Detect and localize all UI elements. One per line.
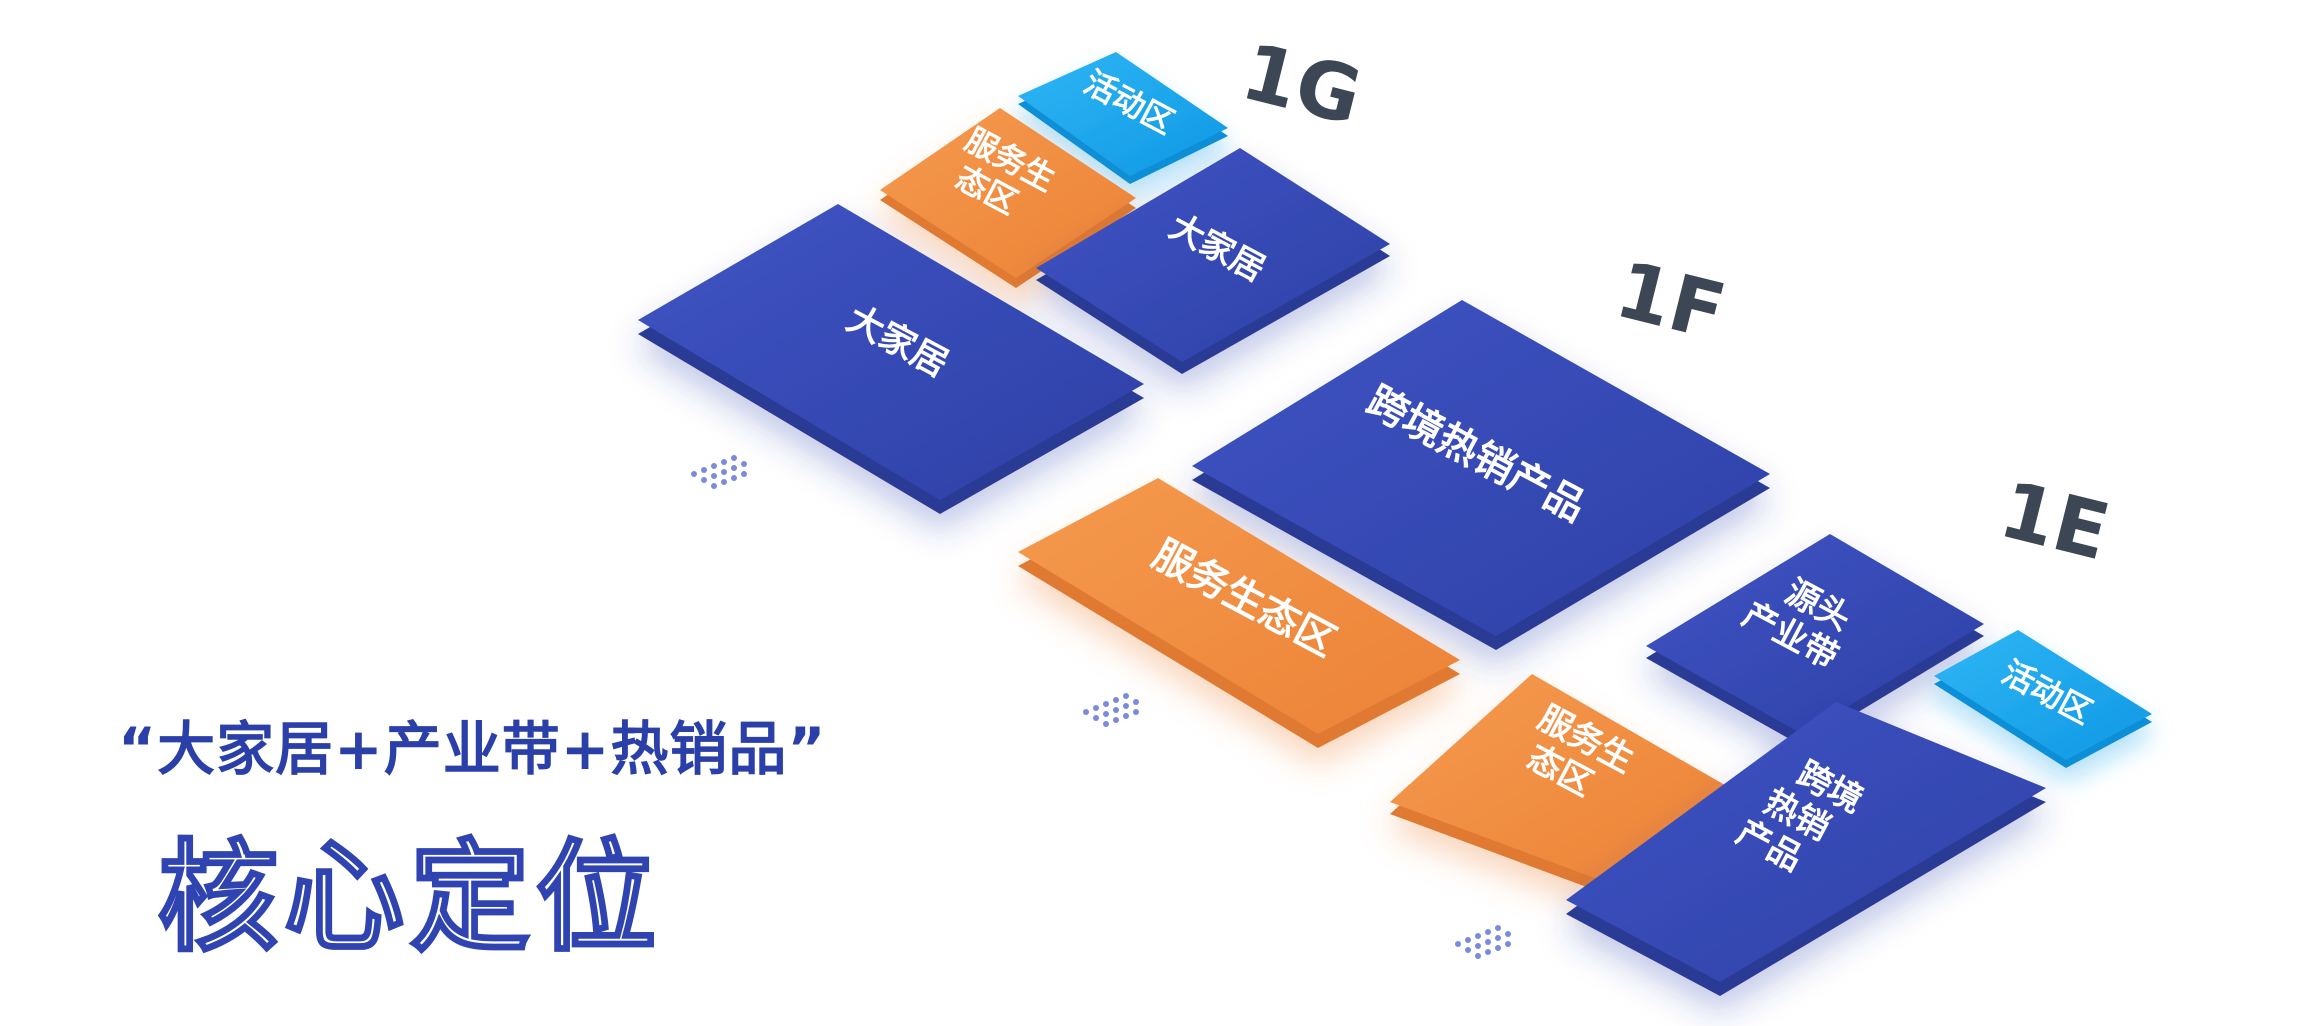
headline: “大家居+产业带+热销品”: [118, 715, 827, 783]
floor-label-1f: 1F: [1607, 245, 1733, 358]
block-1e-service-zone: 服务生 态区: [1390, 674, 1744, 892]
dot-cluster-decoration-1: [691, 455, 747, 489]
subtitle: 核心定位: [157, 828, 662, 970]
block-1g-activity-zone: 活动区: [1018, 52, 1228, 184]
block-1f-service: 服务生态区: [1018, 478, 1460, 748]
block-1e-crossborder: 跨境 热销 产品: [1566, 702, 2046, 996]
block-1g-home-small: 大家居: [1036, 148, 1390, 374]
block-1g-service-zone: 服务生 态区: [880, 108, 1136, 288]
block-1e-source-industry: 源头 产业带: [1646, 534, 1984, 746]
dot-cluster-decoration-3: [1455, 925, 1511, 959]
block-1e-activity-zone: 活动区: [1934, 630, 2152, 768]
block-1f-crossborder: 跨境热销产品: [1192, 300, 1770, 650]
floor-label-1e: 1E: [1991, 465, 2117, 578]
floor-label-1g: 1G: [1233, 27, 1370, 143]
block-1g-home-large: 大家居: [638, 204, 1144, 514]
dot-cluster-decoration-2: [1083, 693, 1139, 727]
